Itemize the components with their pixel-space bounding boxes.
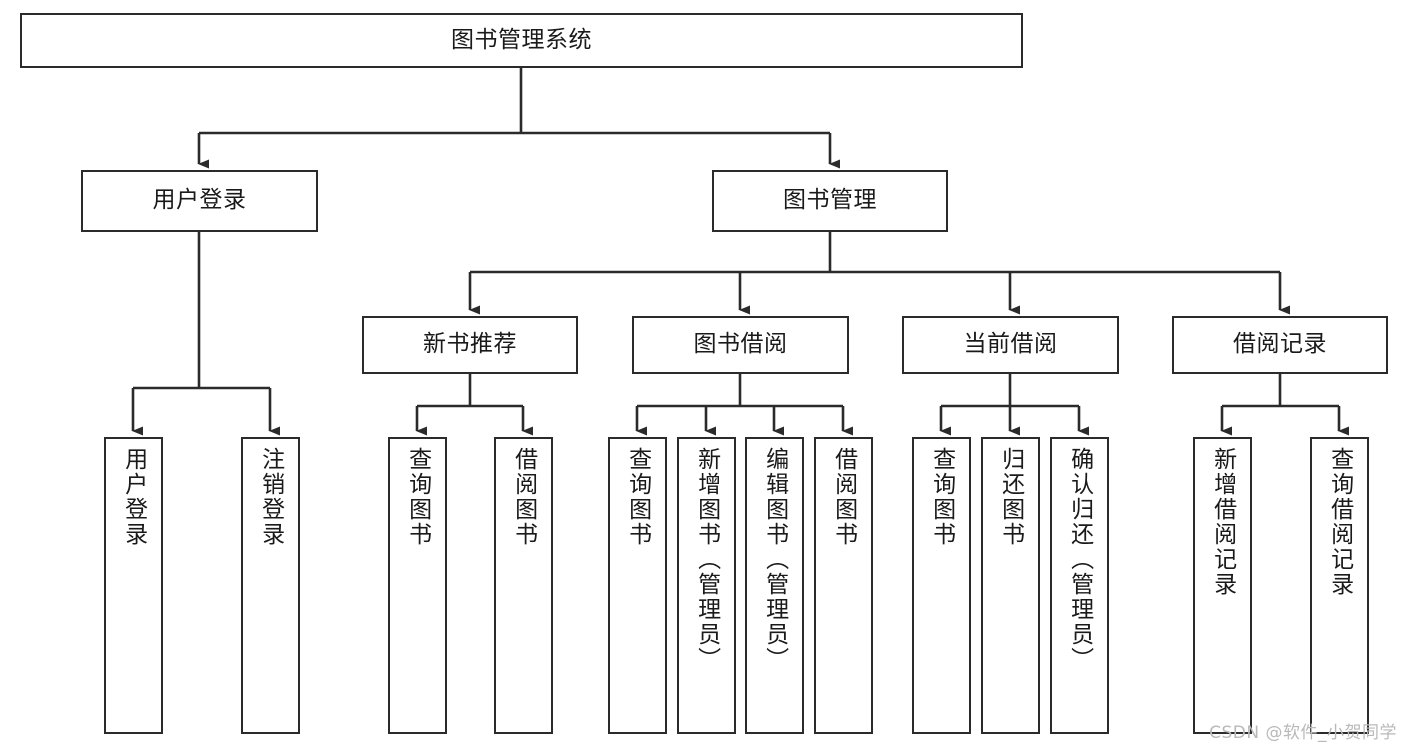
node-leaf-book-borrow-query-label: 查询图书 — [624, 447, 651, 547]
node-leaf-user-login-logout-label: 注销登录 — [257, 447, 284, 547]
node-leaf-borrow-record-query[interactable]: 查询借阅记录 — [1310, 437, 1369, 734]
node-root-system-label: 图书管理系统 — [451, 26, 592, 53]
node-new-book-recommend[interactable]: 新书推荐 — [362, 316, 578, 374]
node-leaf-book-borrow-borrow-label: 借阅图书 — [830, 447, 857, 547]
node-leaf-current-borrow-return[interactable]: 归还图书 — [981, 437, 1040, 734]
node-leaf-new-book-query[interactable]: 查询图书 — [388, 437, 447, 734]
node-leaf-book-borrow-edit-label: 编辑图书（管理员） — [761, 447, 788, 672]
node-current-borrow-label: 当前借阅 — [963, 331, 1058, 358]
node-root-system[interactable]: 图书管理系统 — [20, 13, 1023, 68]
node-book-management[interactable]: 图书管理 — [712, 170, 948, 232]
node-user-login[interactable]: 用户登录 — [81, 170, 318, 232]
node-leaf-new-book-borrow[interactable]: 借阅图书 — [494, 437, 553, 734]
node-borrow-record[interactable]: 借阅记录 — [1172, 316, 1388, 374]
node-leaf-current-borrow-return-label: 归还图书 — [997, 447, 1024, 547]
node-leaf-borrow-record-add[interactable]: 新增借阅记录 — [1193, 437, 1252, 734]
node-leaf-current-borrow-query[interactable]: 查询图书 — [912, 437, 971, 734]
node-user-login-label: 用户登录 — [152, 187, 247, 214]
node-leaf-user-login-signin[interactable]: 用户登录 — [104, 437, 163, 734]
node-new-book-recommend-label: 新书推荐 — [423, 331, 517, 358]
node-borrow-record-label: 借阅记录 — [1233, 331, 1327, 358]
node-leaf-user-login-logout[interactable]: 注销登录 — [241, 437, 300, 734]
node-leaf-user-login-signin-label: 用户登录 — [120, 447, 147, 547]
node-leaf-book-borrow-add[interactable]: 新增图书（管理员） — [677, 437, 736, 734]
node-book-borrow[interactable]: 图书借阅 — [632, 316, 849, 374]
node-leaf-current-borrow-query-label: 查询图书 — [928, 447, 955, 547]
node-leaf-book-borrow-borrow[interactable]: 借阅图书 — [814, 437, 873, 734]
node-leaf-current-borrow-confirm-label: 确认归还（管理员） — [1066, 447, 1093, 672]
node-leaf-book-borrow-query[interactable]: 查询图书 — [608, 437, 667, 734]
node-leaf-borrow-record-query-label: 查询借阅记录 — [1326, 447, 1353, 597]
node-book-management-label: 图书管理 — [783, 187, 877, 214]
node-leaf-book-borrow-edit[interactable]: 编辑图书（管理员） — [745, 437, 804, 734]
node-leaf-new-book-borrow-label: 借阅图书 — [510, 447, 537, 547]
csdn-watermark: CSDN @软件_小贺同学 — [1209, 723, 1397, 743]
node-book-borrow-label: 图书借阅 — [693, 331, 788, 358]
node-leaf-current-borrow-confirm[interactable]: 确认归还（管理员） — [1050, 437, 1109, 734]
node-current-borrow[interactable]: 当前借阅 — [902, 316, 1119, 374]
node-leaf-borrow-record-add-label: 新增借阅记录 — [1209, 447, 1236, 597]
node-leaf-new-book-query-label: 查询图书 — [404, 447, 431, 547]
node-leaf-book-borrow-add-label: 新增图书（管理员） — [693, 447, 720, 672]
